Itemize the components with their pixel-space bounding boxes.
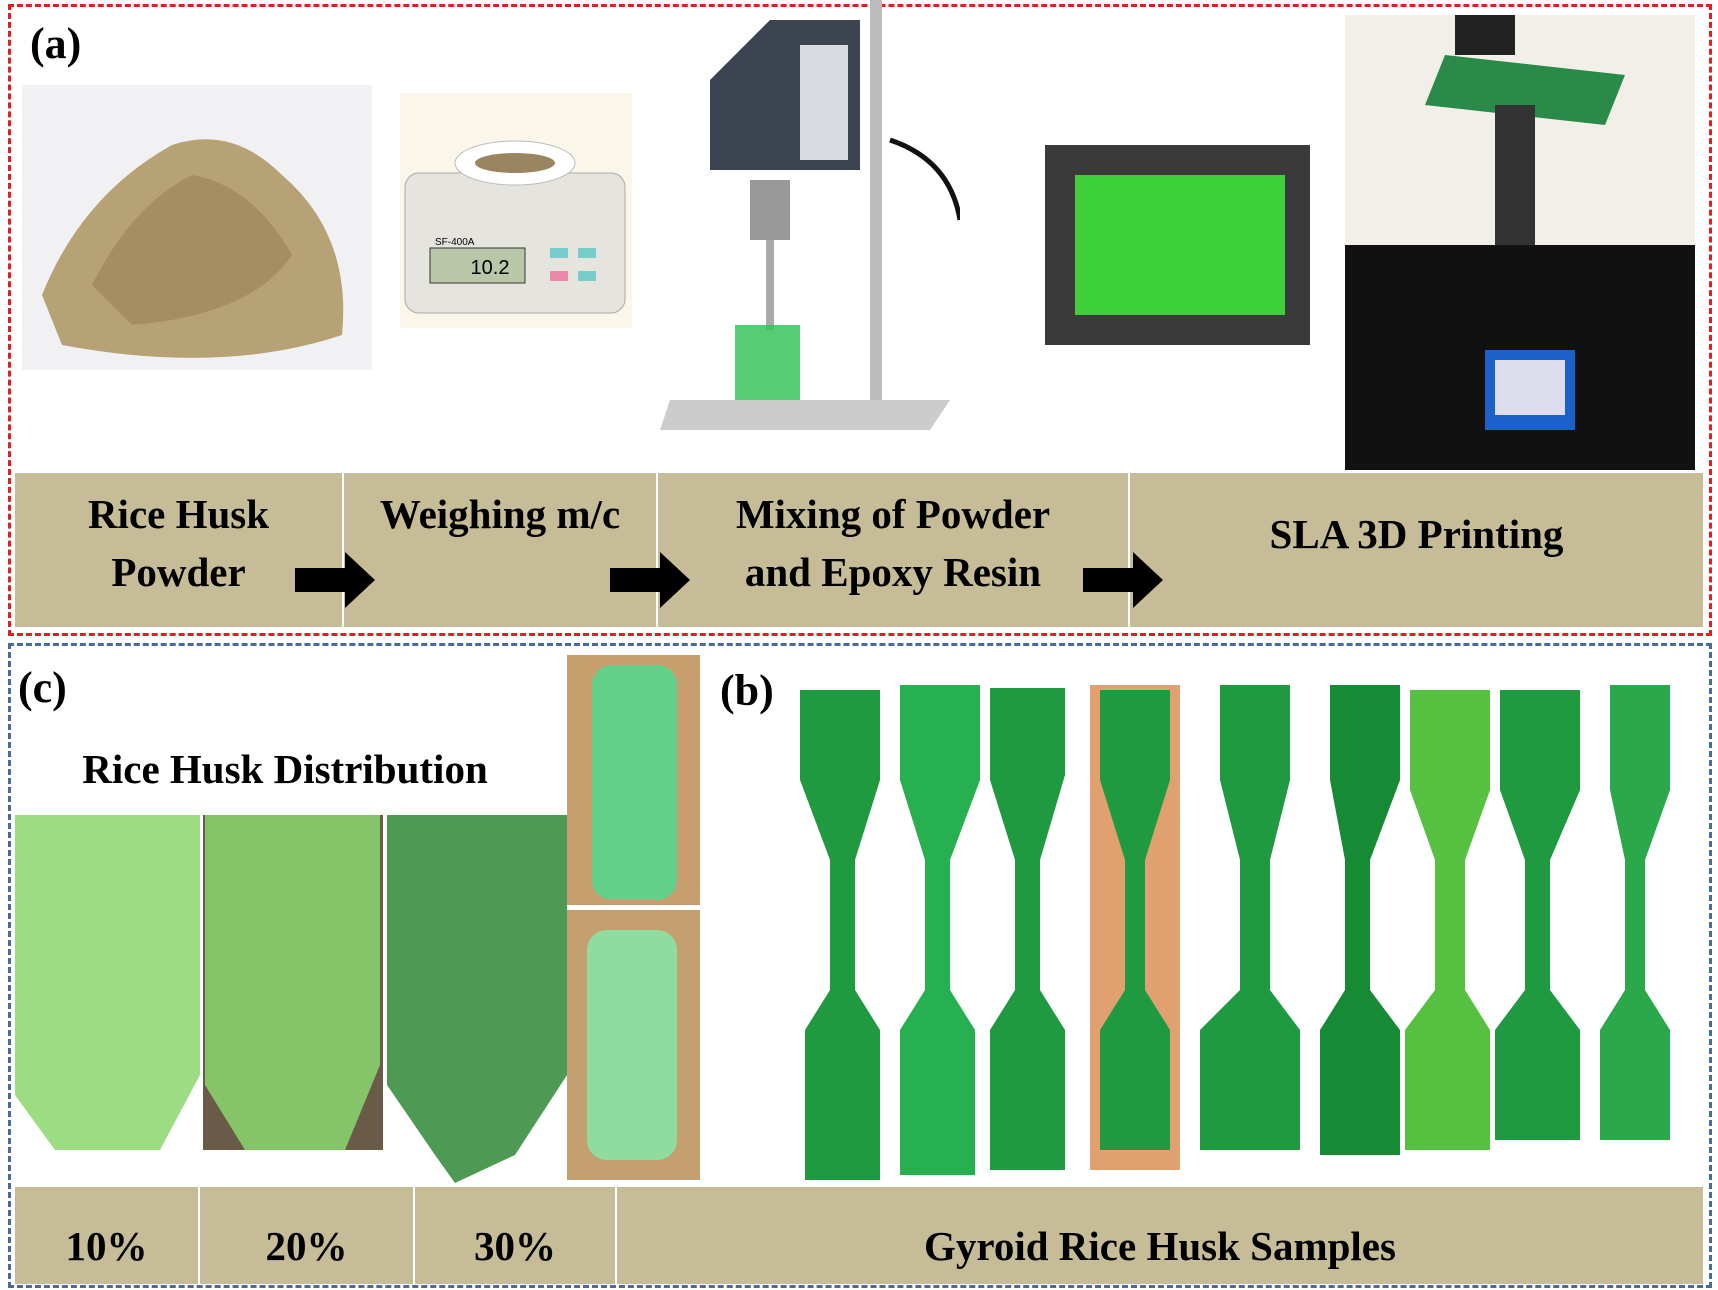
homogenizer-mixer-photo [660, 0, 960, 430]
arrow-right-icon [295, 552, 375, 608]
svg-text:SF-400A: SF-400A [435, 237, 475, 248]
gyroid-specimens-photo [800, 685, 1670, 1180]
panel-bc-frame [8, 643, 1712, 1288]
scale-readout: 10.2 [471, 257, 510, 279]
arrow-right-icon [1083, 552, 1163, 608]
distribution-closeup-photos [15, 815, 567, 1183]
percent-10: 10% [15, 1187, 200, 1284]
gyroid-samples-caption: Gyroid Rice Husk Samples [924, 1222, 1396, 1269]
gyroid-closeup-photos [567, 655, 700, 1180]
percent-30: 30% [415, 1187, 617, 1284]
panel-c-label: (c) [18, 663, 67, 712]
samples-caption-bar: 10% 20% 30% Gyroid Rice Husk Samples [15, 1187, 1703, 1284]
step-mixing: Mixing of Powder and Epoxy Resin [658, 473, 1130, 627]
distribution-title: Rice Husk Distribution [82, 746, 488, 792]
sla-3d-printer-photo [1345, 15, 1695, 470]
panel-a-label: (a) [30, 19, 82, 68]
weighing-scale-photo: 10.2 SF-400A [400, 93, 632, 328]
step-weighing: Weighing m/c [344, 473, 658, 627]
resin-vat-photo [1045, 145, 1310, 345]
percent-20: 20% [200, 1187, 415, 1284]
process-steps-bar: Rice Husk Powder Weighing m/c Mixing of … [15, 473, 1703, 627]
arrow-right-icon [610, 552, 690, 608]
step-sla-printing: SLA 3D Printing [1269, 511, 1564, 557]
panel-b-label: (b) [720, 666, 774, 715]
rice-husk-powder-photo [22, 85, 372, 370]
step-rice-husk-powder: Rice Husk Powder [15, 473, 344, 627]
panel-a-frame [8, 4, 1712, 636]
